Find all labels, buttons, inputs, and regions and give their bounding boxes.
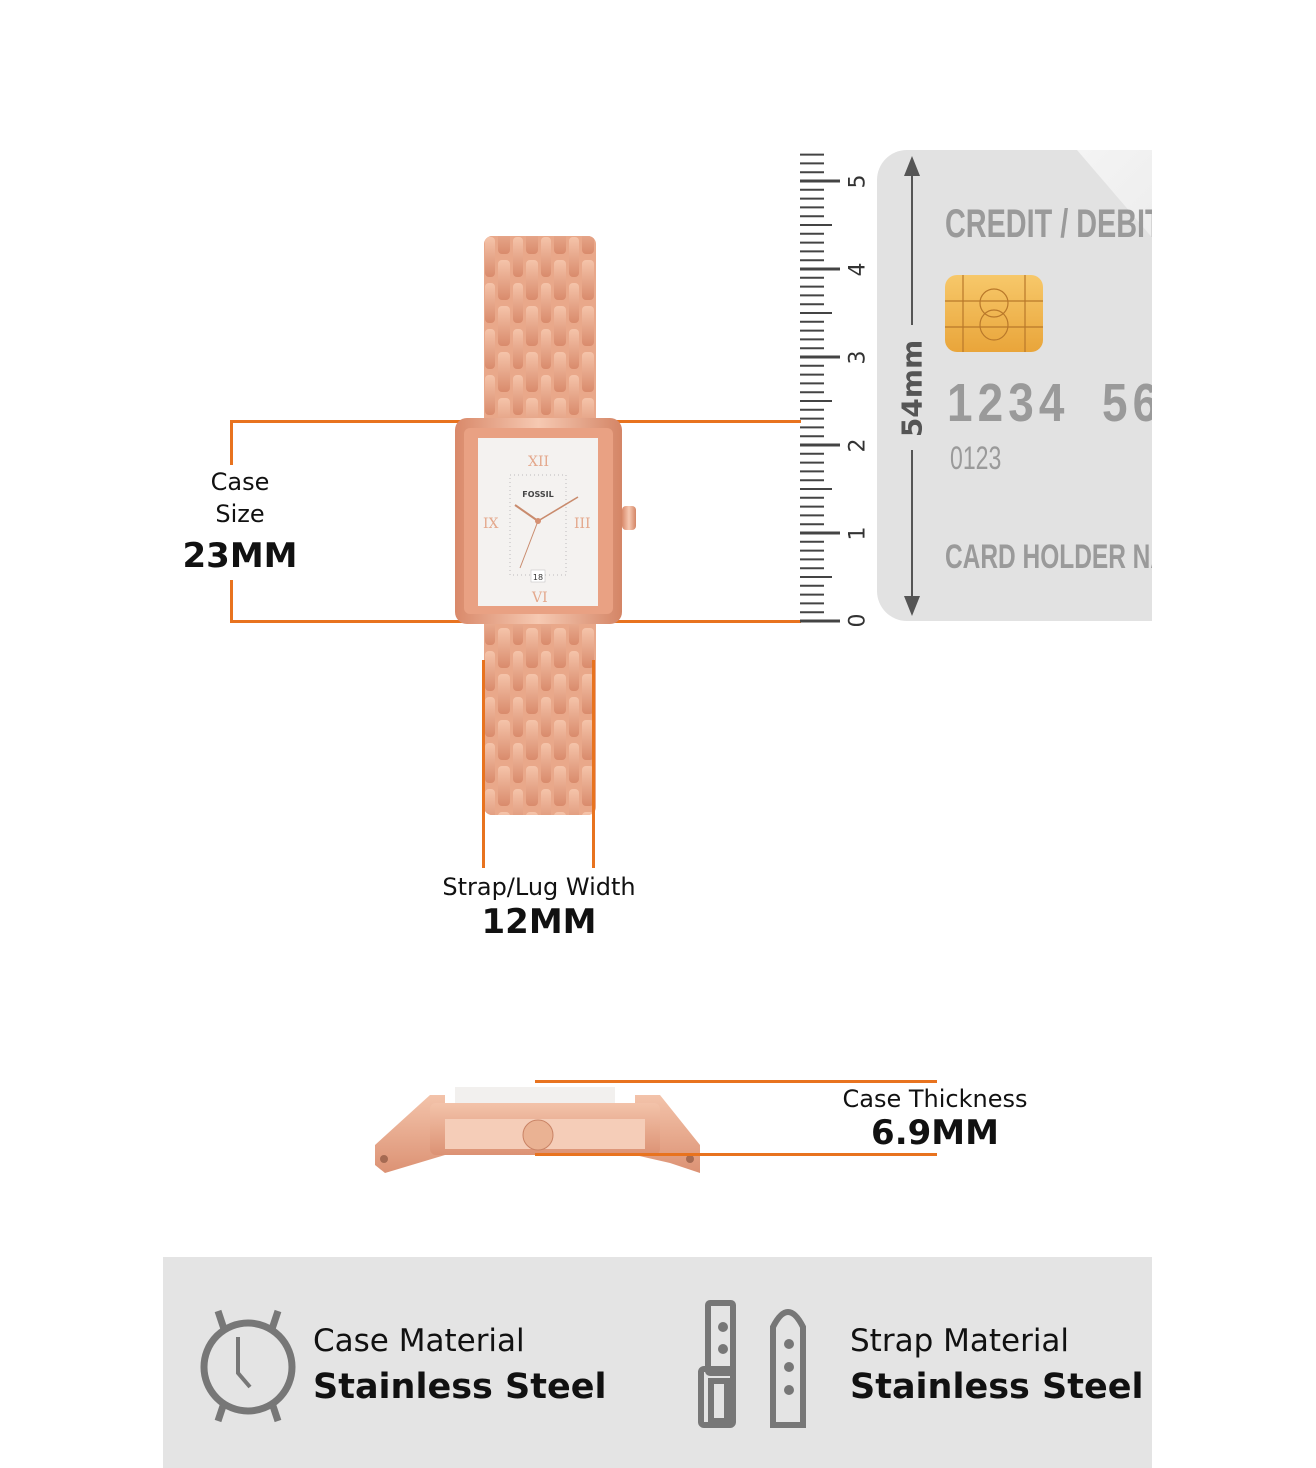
ruler-label-1: 1 [845,526,871,541]
thickness-label: Case Thickness [842,1085,1028,1113]
svg-text:VI: VI [531,590,548,606]
strap-icon [698,1300,806,1428]
chip-icon [945,275,1043,352]
strap-material-value: Stainless Steel [850,1367,1144,1407]
case-size-left-line-top [230,420,233,465]
credit-card-reference: 54mm CREDIT / DEBIT C 1234 56 0123 CARD … [877,150,1152,621]
lug-width-value: 12MM [481,902,597,942]
card-title: CREDIT / DEBIT C [945,202,1152,246]
thickness-top-line [535,1080,937,1083]
lug-width-right-line [592,660,595,868]
card-holder-name: CARD HOLDER NAME [945,538,1152,576]
case-material-title: Case Material [313,1323,525,1359]
svg-text:III: III [574,516,591,532]
ruler-label-3: 3 [845,350,871,365]
card-small-number: 0123 [950,440,1002,476]
ruler [800,153,840,623]
thickness-bottom-line [535,1153,937,1156]
watch-brand: FOSSIL [522,490,554,499]
ruler-label-5: 5 [845,174,871,189]
case-material-value: Stainless Steel [313,1367,607,1407]
case-size-value: 23MM [182,536,298,576]
watch-front-image: XII VI IX III FOSSIL 18 [455,236,636,815]
card-height-label: 54mm [895,339,929,438]
watch-icon [200,1309,296,1423]
ruler-label-2: 2 [845,438,871,453]
thickness-value: 6.9MM [871,1113,999,1153]
ruler-label-4: 4 [845,262,871,277]
watch-side-image [375,1087,700,1173]
case-size-label-2: Size [215,500,265,528]
case-size-label-1: Case [210,468,270,496]
svg-text:IX: IX [483,516,499,532]
materials-panel: Case Material Stainless Steel Strap Mate… [163,1257,1152,1468]
height-arrow-icon [904,156,920,616]
card-number-2: 56 [1102,373,1152,433]
ruler-label-0: 0 [845,613,871,628]
card-number-1: 1234 [947,373,1070,433]
watch-date: 18 [533,573,543,582]
svg-text:XII: XII [528,454,549,470]
case-size-left-line-bottom [230,580,233,623]
strap-material-title: Strap Material [850,1323,1070,1359]
lug-width-left-line [482,660,485,868]
lug-width-label: Strap/Lug Width [442,873,636,901]
